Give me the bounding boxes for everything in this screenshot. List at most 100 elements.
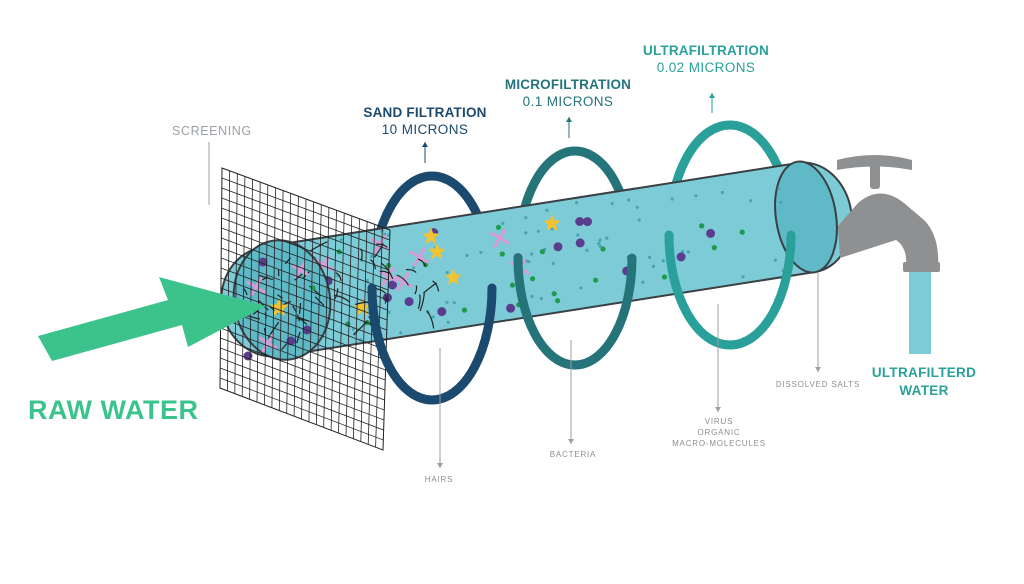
ultrafiltration-title: ULTRAFILTRATION xyxy=(643,43,769,58)
microfiltration-title: MICROFILTRATION xyxy=(504,77,632,92)
salt-dot xyxy=(387,310,391,314)
salt-dot xyxy=(530,252,534,256)
bacteria-star xyxy=(428,242,446,260)
bacteria-leader-head xyxy=(568,439,574,444)
bacteria-star xyxy=(444,268,462,285)
mesh-vertical-wire xyxy=(315,204,322,425)
salt-dot xyxy=(585,248,589,252)
bacteria-star xyxy=(353,298,371,316)
virus-dot xyxy=(699,223,705,229)
salt-dot xyxy=(527,260,531,264)
virus-dot xyxy=(661,274,668,280)
salt-dot xyxy=(551,261,555,266)
organic-molecule xyxy=(437,307,447,317)
face-bacteria-cross-arms xyxy=(258,333,278,353)
ring-fronts xyxy=(367,230,796,405)
bacteria-cross-arms xyxy=(490,228,510,248)
organic-molecule xyxy=(706,228,716,238)
virus-dot xyxy=(711,245,717,251)
salt-dot xyxy=(641,280,645,284)
virus-dot xyxy=(461,307,468,313)
mesh-vertical-wire xyxy=(345,215,353,436)
water-stream xyxy=(909,272,931,354)
mesh-vertical-wire xyxy=(353,218,360,439)
face-bacteria-cross xyxy=(246,277,266,297)
ultra-ring-front xyxy=(664,230,796,350)
mesh-horizontal-wire xyxy=(220,307,386,371)
salt-dot xyxy=(524,216,528,220)
bacteria-cross xyxy=(490,228,510,248)
salt-dot xyxy=(545,208,549,212)
hair-strand xyxy=(426,310,435,329)
salt-dot xyxy=(670,197,674,201)
raw-water-arrow-icon xyxy=(38,277,266,361)
salt-dot xyxy=(637,218,641,222)
salt-dot xyxy=(597,241,601,246)
organic-molecule xyxy=(676,252,686,262)
virus-dot xyxy=(495,224,502,230)
hair-strand xyxy=(396,274,410,286)
organic-molecule xyxy=(553,242,563,252)
screening-mesh xyxy=(219,167,391,451)
virus-dot xyxy=(499,251,505,257)
salt-dot xyxy=(539,297,543,301)
salt-dot xyxy=(627,198,631,202)
salt-dot xyxy=(605,236,609,240)
mesh-horizontal-wire xyxy=(220,327,386,391)
faucet-nozzle xyxy=(903,262,940,272)
salt-dot xyxy=(598,238,602,242)
salt-dot xyxy=(431,315,435,319)
virus-leader-head xyxy=(715,407,721,412)
bacteria-leader xyxy=(568,340,574,444)
face-organic-molecule xyxy=(243,351,253,361)
face-hair-strand xyxy=(314,296,325,306)
organic-molecule xyxy=(575,217,585,226)
mesh-vertical-wire xyxy=(338,213,345,434)
hair-strand xyxy=(335,272,342,282)
ultrafiltered-water-label: ULTRAFILTERD WATER xyxy=(856,364,992,400)
faucet-handle xyxy=(837,155,912,170)
virus-dot xyxy=(555,298,561,304)
hair-strand xyxy=(432,280,440,292)
salt-dot xyxy=(694,194,698,198)
salts-leader-head xyxy=(815,367,821,372)
hairs-leader xyxy=(437,348,443,468)
face-hair-strand xyxy=(243,288,248,296)
bacteria-label: BACTERIA xyxy=(549,450,597,459)
mesh-vertical-wire xyxy=(308,201,314,422)
organic-molecule xyxy=(575,238,585,248)
bacteria-star xyxy=(422,227,440,244)
salt-dot xyxy=(651,264,656,268)
hair-strand xyxy=(309,241,328,252)
ultrafiltration-size: 0.02 MICRONS xyxy=(656,60,756,75)
salt-dot xyxy=(479,250,483,255)
mesh-horizontal-wire xyxy=(220,287,387,351)
salt-dot xyxy=(501,221,505,225)
hair-strand xyxy=(414,285,418,295)
mesh-vertical-wire xyxy=(367,224,376,445)
salt-dot xyxy=(777,186,781,190)
mesh-horizontal-wire xyxy=(220,317,386,381)
mesh-horizontal-wire xyxy=(220,277,387,341)
hair-strand xyxy=(405,269,417,273)
hair-strand xyxy=(334,288,339,299)
salt-dot xyxy=(686,250,691,254)
ultrafiltered-water-line2: WATER xyxy=(899,383,949,398)
salt-dot xyxy=(635,205,639,209)
organic-molecule xyxy=(506,303,516,313)
hair-strand xyxy=(417,258,427,268)
hair-strand xyxy=(374,243,384,258)
salt-dot xyxy=(576,233,580,237)
micro-leader-arrow xyxy=(566,117,572,138)
ultrafiltered-water-line1: ULTRAFILTERD xyxy=(871,365,977,380)
face-hair-strand xyxy=(277,294,284,299)
mesh-vertical-wire xyxy=(323,207,330,428)
face-hair-strand xyxy=(297,314,301,322)
face-hair-strand xyxy=(258,274,274,281)
hairs-label: HAIRS xyxy=(424,475,454,484)
salt-dot xyxy=(579,286,583,290)
raw-water-label: RAW WATER xyxy=(28,395,199,425)
leader-lines xyxy=(208,93,821,468)
